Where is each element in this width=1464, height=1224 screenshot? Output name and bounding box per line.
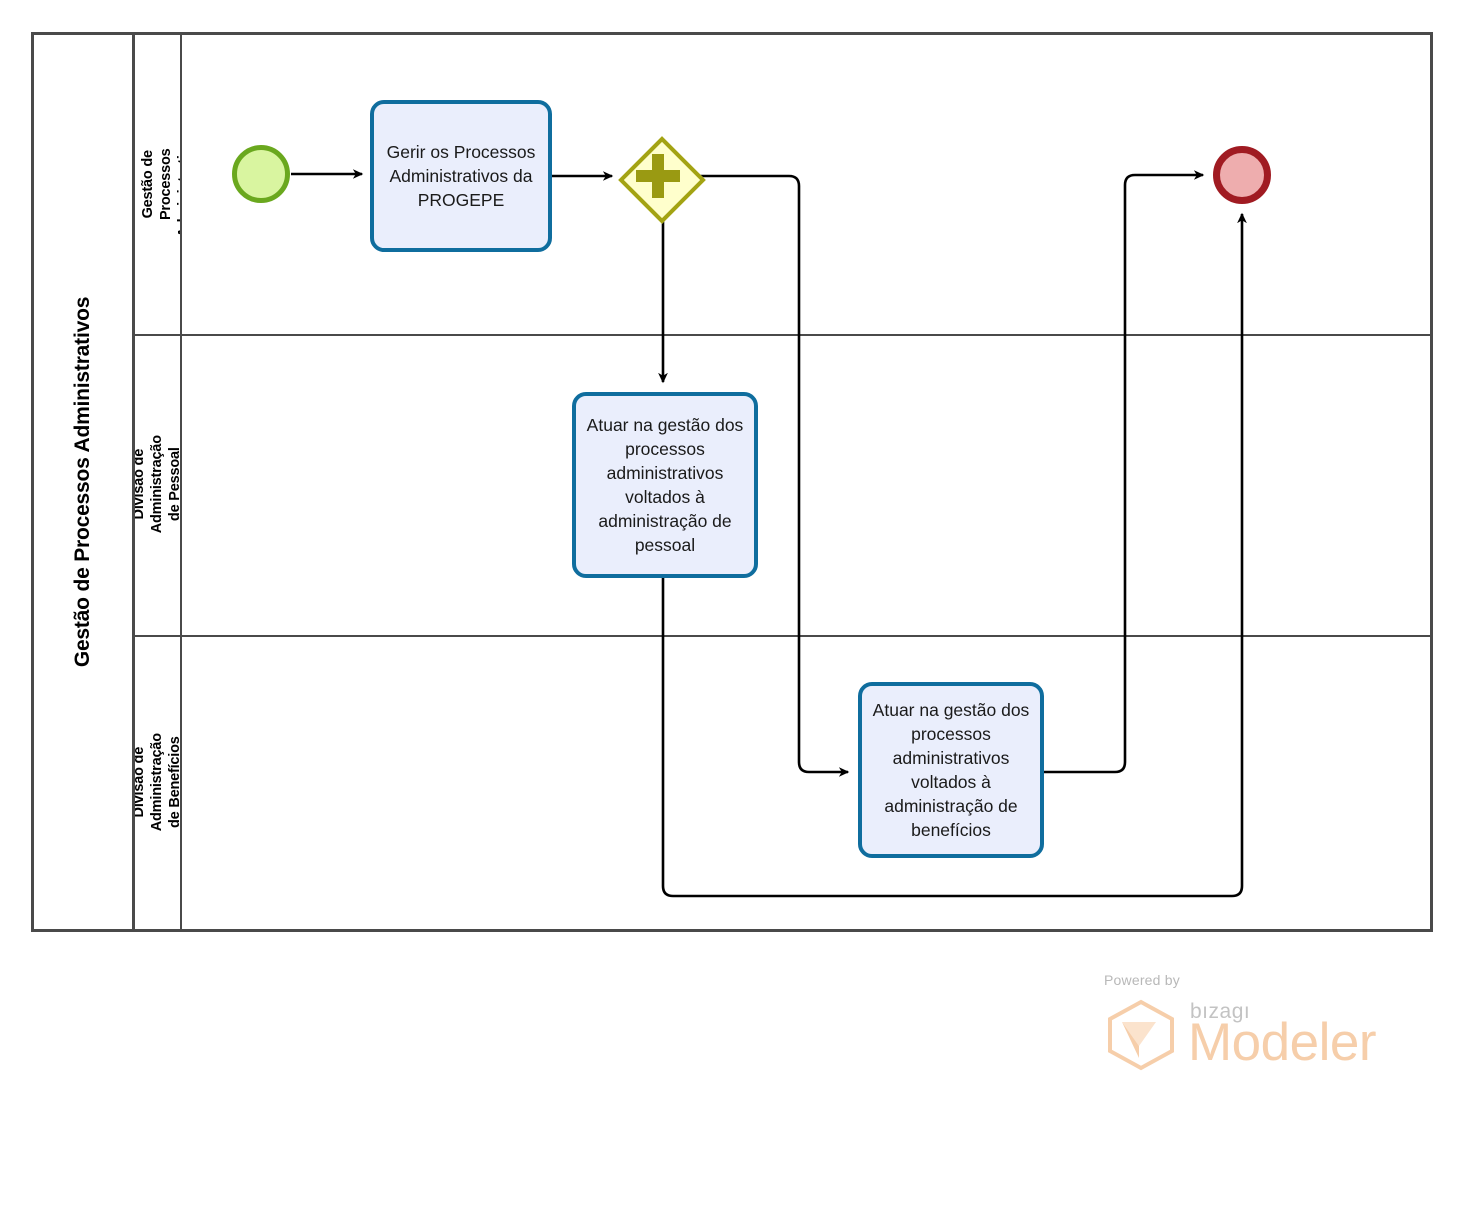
lane-header-diretoria: Diretoria de Gestão de Processos Adminis… — [135, 35, 182, 334]
pool-title: Gestão de Processos Administrativos — [71, 296, 95, 668]
lane-label-pessoal: Divisão de Administração de Pessoal — [135, 435, 182, 534]
lane-divisao-de-administracao-de-beneficios[interactable]: Divisão de Administração de Benefícios — [135, 635, 1433, 929]
task-gerir-processos-administrativos[interactable]: Gerir os Processos Administrativos da PR… — [370, 100, 552, 252]
lane-header-pessoal: Divisão de Administração de Pessoal — [135, 334, 182, 635]
watermark-powered-by-label: Powered by — [1104, 972, 1180, 988]
lane-divider-1 — [135, 334, 1433, 336]
lane-header-beneficios: Divisão de Administração de Benefícios — [135, 635, 182, 929]
lane-label-beneficios: Divisão de Administração de Benefícios — [135, 732, 182, 832]
pool-header: Gestão de Processos Administrativos — [34, 35, 135, 929]
task-atuar-gestao-administracao-pessoal[interactable]: Atuar na gestão dos processos administra… — [572, 392, 758, 578]
watermark-bizagi-text: bızagı — [1190, 1000, 1251, 1023]
parallel-gateway[interactable] — [618, 136, 706, 224]
lane-label-diretoria: Diretoria de Gestão de Processos Adminis… — [135, 131, 182, 238]
end-event[interactable] — [1213, 146, 1271, 204]
start-event[interactable] — [232, 145, 290, 203]
lane-diretoria-de-gestao-de-processos-administrativos[interactable]: Diretoria de Gestão de Processos Adminis… — [135, 35, 1433, 334]
bizagi-logo-icon — [1108, 999, 1174, 1071]
lane-divisao-de-administracao-de-pessoal[interactable]: Divisão de Administração de Pessoal — [135, 334, 1433, 635]
watermark-modeler-text: Modeler — [1188, 1013, 1376, 1072]
parallel-plus-icon-vertical — [652, 154, 664, 198]
task-atuar-gestao-administracao-beneficios[interactable]: Atuar na gestão dos processos administra… — [858, 682, 1044, 858]
lane-divider-2 — [135, 635, 1433, 637]
bizagi-watermark: Powered by bızagı Modeler — [1104, 972, 1376, 1072]
